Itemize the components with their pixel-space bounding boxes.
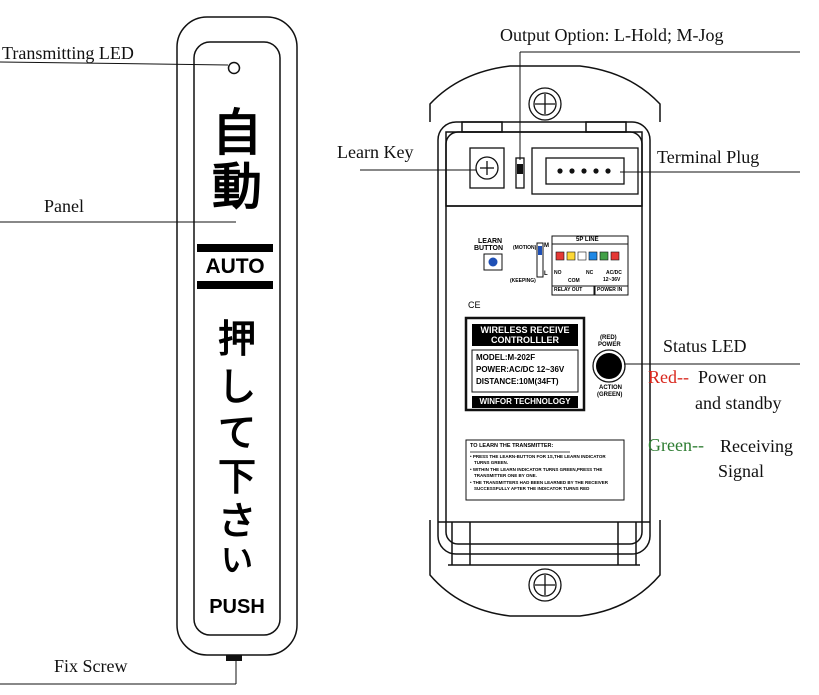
green-text-line-2: Signal — [718, 461, 765, 481]
instruction-1a: • PRESS THE LEARN-BUTTON FOR 1S,THE LEAR… — [470, 454, 606, 459]
red-text-line-2: and standby — [695, 393, 782, 413]
5p-line-label: 5P LINE — [576, 237, 599, 243]
wire-swatch — [599, 251, 609, 261]
product-label — [464, 316, 586, 412]
transmitter-kana-1: 押 — [217, 317, 256, 361]
power-in-box — [594, 285, 629, 296]
label-model: MODEL:M-202F — [476, 353, 536, 362]
voltage-label: 12~36V — [603, 277, 621, 283]
transmitting-led-callout: Transmitting LED — [2, 43, 134, 63]
keeping-label: (KEEPING) — [510, 278, 536, 284]
label-title-1: WIRELESS RECEIVE — [480, 325, 570, 335]
red-power-label-2: POWER — [598, 342, 621, 348]
label-title-2: CONTROLLLER — [491, 335, 559, 345]
motion-label: (MOTION) — [513, 245, 537, 251]
label-distance: DISTANCE:10M(34FT) — [476, 377, 559, 386]
wire-swatch — [610, 251, 620, 261]
transmitter-kanji-1: 自 — [212, 104, 262, 162]
com-label: COM — [568, 278, 580, 284]
transmitter-kana-4: 下 — [217, 455, 256, 499]
left-callout-lines — [0, 61, 237, 685]
auto-bar-bottom — [197, 281, 273, 289]
no-label: NO — [554, 270, 562, 276]
status-led-icon — [592, 349, 626, 383]
relay-out-box — [551, 285, 595, 296]
label-power: POWER:AC/DC 12~36V — [476, 365, 565, 374]
green-prefix: Green-- — [648, 435, 704, 455]
learn-button-label-2: BUTTON — [474, 245, 504, 252]
instruction-1b: TURNS GREEN. — [474, 460, 509, 465]
learn-key-callout: Learn Key — [337, 142, 414, 162]
fix-screw-icon — [226, 655, 242, 661]
acdc-label: AC/DC — [606, 270, 622, 276]
red-text-line-1: Power on — [698, 367, 767, 387]
wire-swatch — [566, 251, 576, 261]
relay-out-label: RELAY OUT — [554, 287, 583, 293]
transmitter-kana-6: い — [220, 541, 253, 579]
m-label: M — [544, 243, 549, 249]
push-label: PUSH — [209, 596, 265, 618]
power-in-label: POWER IN — [597, 287, 623, 293]
transmitting-led-icon — [227, 61, 241, 75]
transmitter-kana-5: さ — [217, 499, 256, 543]
learn-key-icon — [469, 147, 505, 189]
l-label: L — [544, 271, 548, 277]
right-callout-lines — [360, 51, 800, 365]
instructions-box — [465, 439, 625, 501]
fix-screw-callout: Fix Screw — [54, 656, 128, 676]
wire-swatch — [577, 251, 587, 261]
learn-button-label-1: LEARN — [478, 238, 503, 245]
green-text-line-1: Receiving — [720, 436, 793, 456]
transmitter-kana-3: て — [217, 411, 256, 455]
ml-switch-knob — [538, 246, 542, 255]
action-label-1: ACTION — [599, 385, 622, 391]
instruction-2b: TRANSMITTER ONE BY ONE. — [474, 473, 537, 478]
terminal-plug-callout: Terminal Plug — [657, 147, 760, 167]
instruction-3a: • THE TRANSMITTERS HAD BEEN LEARNED BY T… — [470, 480, 609, 485]
label-maker: WINFOR TECHNOLOGY — [479, 397, 571, 406]
ml-switch-icon — [536, 242, 544, 278]
wire-swatch — [555, 251, 565, 261]
output-switch-icon — [515, 157, 525, 189]
wire-color-swatches — [555, 251, 620, 261]
auto-label: AUTO — [205, 255, 265, 278]
panel-callout: Panel — [44, 196, 84, 216]
status-led-callout: Status LED — [663, 336, 747, 356]
instruction-2a: • WITHIN THE LEARN INDICATOR TURNS GREEN… — [470, 467, 603, 472]
red-power-label-1: (RED) — [600, 335, 617, 341]
learn-button-dot-icon — [488, 257, 498, 267]
transmitter-kanji-2: 動 — [212, 158, 262, 216]
action-label-2: (GREEN) — [597, 392, 623, 398]
output-option-callout: Output Option: L-Hold; M-Jog — [500, 25, 724, 45]
instruction-3b: SUCCESSFULLY AFTER THE INDICATOR TURNS R… — [474, 486, 590, 491]
red-prefix: Red-- — [648, 367, 689, 387]
wire-swatch — [588, 251, 598, 261]
learn-button-icon — [483, 253, 503, 271]
auto-bar-top — [197, 244, 273, 252]
nc-label: NC — [586, 270, 594, 276]
receiver-body — [429, 65, 661, 617]
transmitter-kana-2: し — [217, 365, 256, 409]
terminal-plug-icon — [531, 147, 639, 195]
instructions-title: TO LEARN THE TRANSMITTER: — [470, 443, 554, 449]
top-mount-screw-icon — [528, 87, 562, 121]
bottom-mount-screw-icon — [528, 568, 562, 602]
ce-mark: CE — [468, 300, 481, 310]
